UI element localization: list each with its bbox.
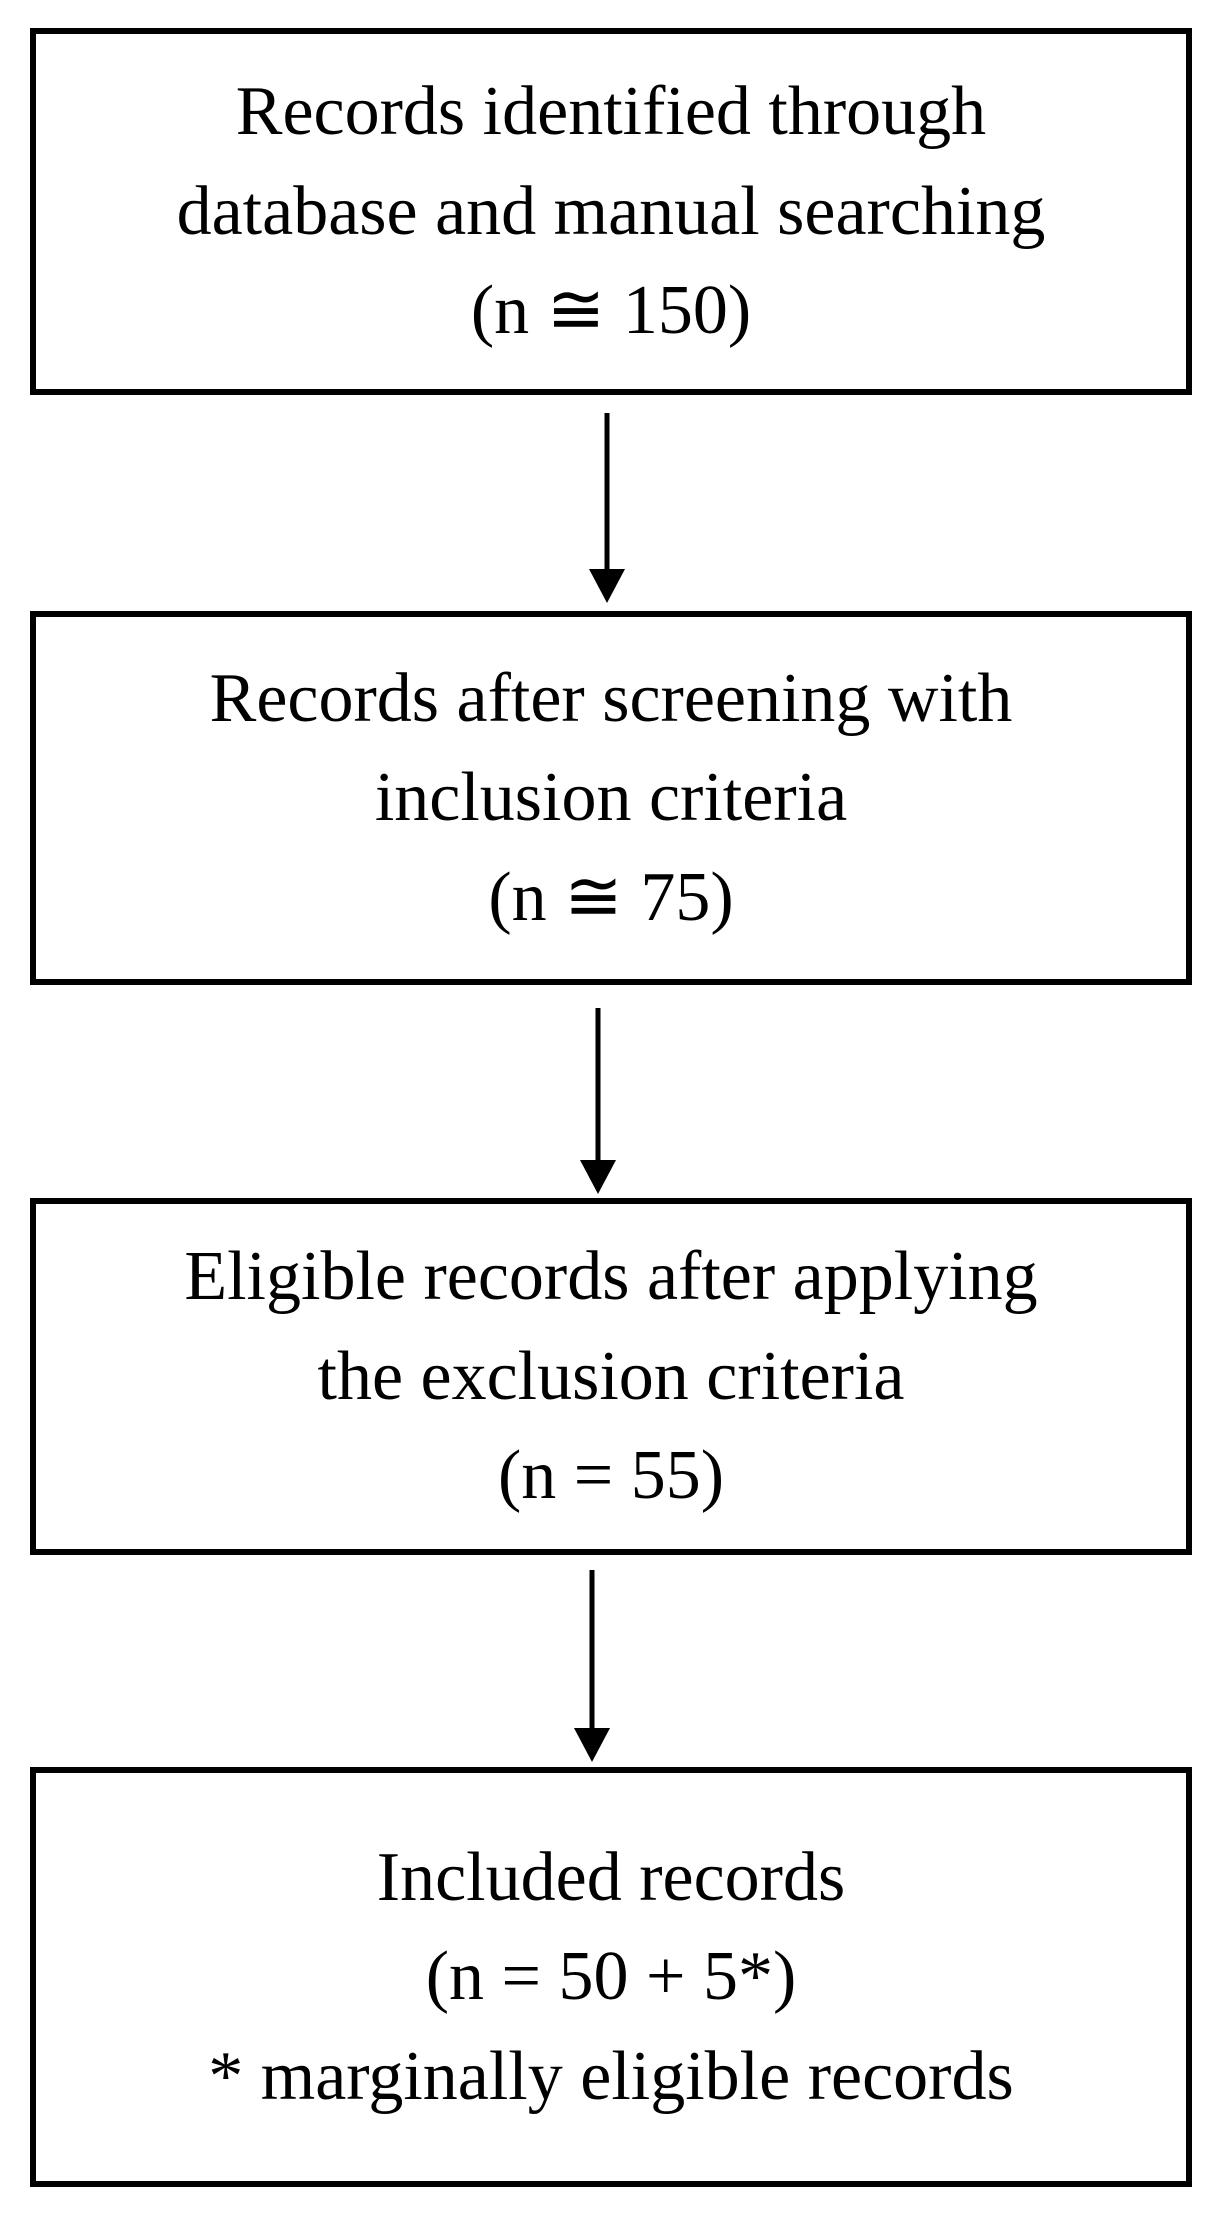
flow-box-line: Included records [376,1838,846,1916]
flow-box-line: the exclusion criteria [317,1337,905,1415]
flow-box-line: Records identified through [235,73,987,151]
flow-box-eligibility: Eligible records after applying the excl… [30,1198,1192,1555]
flow-box-count: (n = 50 + 5*) [425,1938,797,2016]
down-arrow-icon [572,1570,612,1762]
flow-box-screening: Records after screening with inclusion c… [30,611,1192,985]
down-arrow-icon [578,1008,618,1194]
flow-box-identification: Records identified through database and … [30,28,1192,395]
flow-box-footnote: * marginally eligible records [208,2037,1014,2115]
flow-box-line: Records after screening with [209,659,1013,737]
flow-box-count: (n ≅ 75) [488,858,734,936]
flow-box-count: (n = 55) [497,1437,725,1515]
flow-box-line: inclusion criteria [374,759,848,837]
down-arrow-icon [587,413,627,603]
flow-box-line: database and manual searching [176,172,1046,250]
flow-box-line: Eligible records after applying [184,1238,1038,1316]
flow-box-count: (n ≅ 150) [470,272,752,350]
flow-box-included: Included records (n = 50 + 5*) * margina… [30,1767,1192,2187]
